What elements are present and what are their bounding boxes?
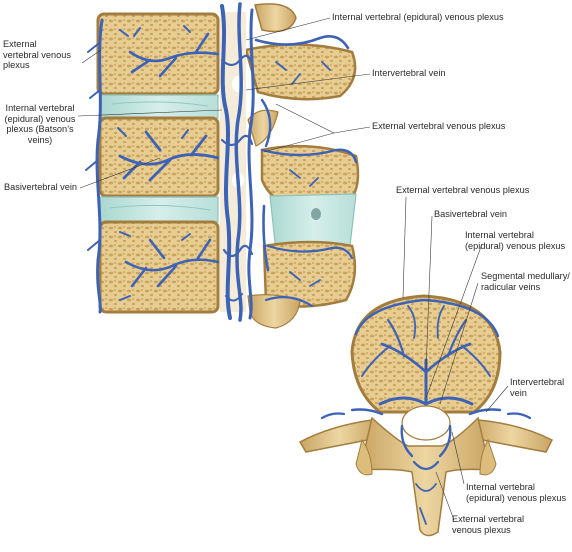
basivertebral-veins (117, 25, 220, 301)
vertebral-body-bottom (98, 220, 220, 314)
intervertebral-disc-lower (99, 196, 219, 223)
label-internal-epidural-top: Internal vertebral (epidural) venous ple… (332, 12, 504, 22)
label-internal-epidural-cross: Internal vertebral (epidural) venous ple… (465, 230, 566, 251)
external-venous-plexus-anterior (85, 18, 104, 314)
label-external-venous-plexus-bottom: External vertebral venous plexus (452, 514, 525, 535)
label-segmental-medullary: Segmental medullary/ radicular veins (481, 271, 570, 292)
internal-epidural-plexus-veins (220, 2, 255, 322)
label-internal-epidural-bottom: Internal vertebral (epidural) venous ple… (466, 482, 567, 503)
axial-veins (320, 298, 532, 525)
label-intervertebral-vein-cross: Intervertebral vein (510, 377, 565, 398)
label-internal-batson: Internal vertebral (epidural) venous ple… (4, 103, 76, 145)
vertebral-body-middle (98, 116, 220, 198)
leader-lines (77, 17, 509, 521)
label-intervertebral-vein-top: Intervertebral vein (372, 68, 446, 78)
label-external-venous-plexus-mid: External vertebral venous plexus (372, 121, 506, 131)
label-external-venous-plexus-left: External vertebral venous plexus (3, 39, 71, 71)
label-basivertebral-vein-left: Basivertebral vein (4, 182, 78, 192)
posterior-elements (244, 3, 360, 329)
label-external-venous-plexus-cross: External vertebral venous plexus (396, 185, 530, 195)
sagittal-spine (85, 2, 360, 329)
axial-vertebra (298, 294, 554, 537)
external-venous-plexus-posterior (254, 35, 358, 308)
vertebral-body-top (96, 12, 220, 96)
label-basivertebral-vein-cross: Basivertebral vein (434, 209, 508, 219)
